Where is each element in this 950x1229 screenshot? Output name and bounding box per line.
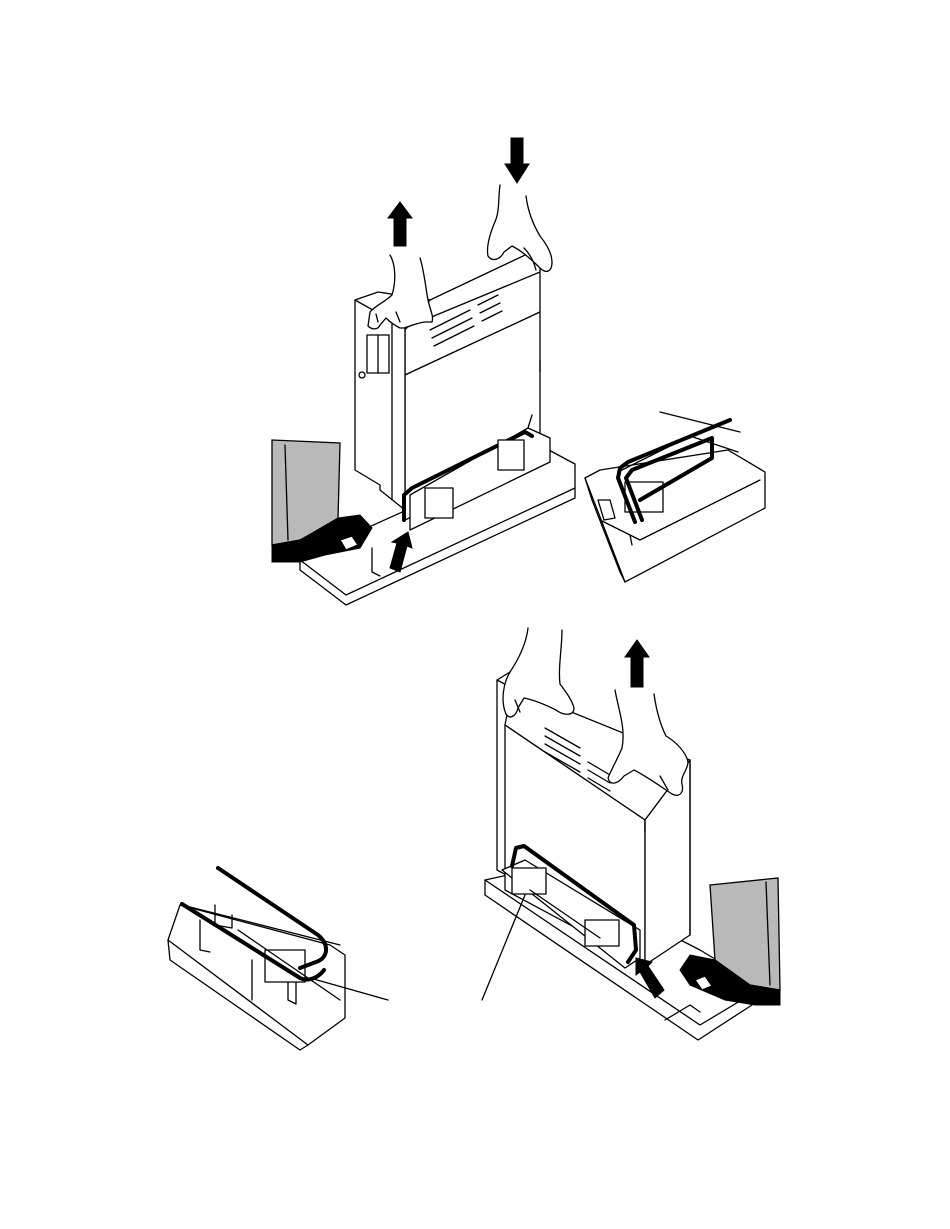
panel-top-left (272, 138, 575, 605)
packing-block (425, 488, 453, 518)
hand-icon (487, 185, 552, 271)
packing-block-2 (498, 440, 524, 470)
leader-line (482, 895, 525, 1000)
arrow-down-icon (505, 138, 529, 183)
panel-bottom-right (482, 628, 780, 1040)
packing-block (512, 868, 546, 894)
packing-block-2 (585, 920, 619, 946)
panel-bottom-left (168, 868, 388, 1050)
panel-top-right (585, 412, 765, 582)
arrow-up-icon (625, 640, 649, 687)
side-screw (359, 372, 365, 378)
unit-side-panel (355, 300, 405, 510)
arrow-up-icon (388, 202, 412, 246)
